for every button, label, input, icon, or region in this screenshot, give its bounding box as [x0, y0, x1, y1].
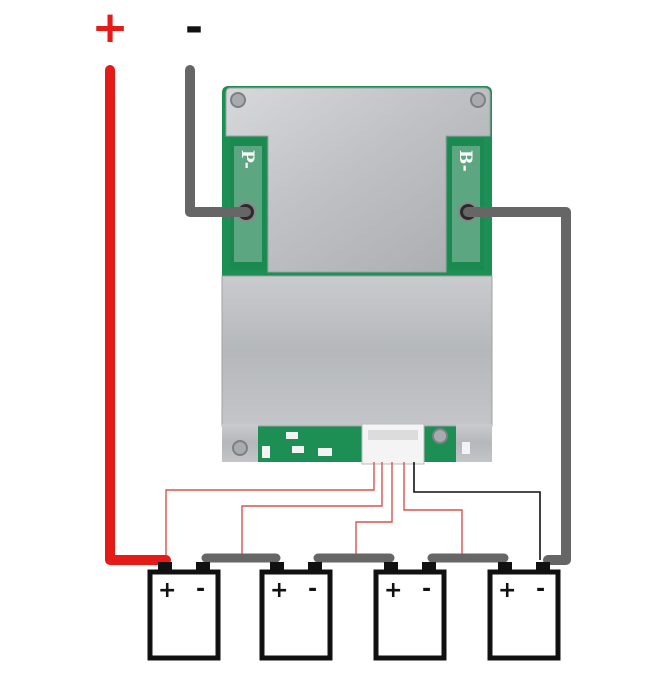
balance-wire-3 [355, 462, 393, 556]
negative-terminal-label: - [184, 2, 204, 53]
balance-wire-2 [241, 462, 383, 556]
battery-plus-label: + [270, 578, 288, 603]
heatsink-lower [221, 275, 493, 427]
battery-cell-1: + - [147, 562, 221, 661]
pad-b-minus-label: B- [455, 150, 475, 172]
bms-board: P- B- [221, 86, 493, 465]
smd-component [462, 442, 470, 454]
battery-minus-label: - [196, 577, 205, 602]
battery-cell-3: + - [373, 562, 447, 661]
pad-p-minus-label: P- [237, 150, 257, 169]
heatsink-ear-right [456, 424, 492, 462]
pad-p-minus: P- [230, 138, 266, 270]
battery-minus-label: - [536, 577, 545, 602]
battery-plus-label: + [158, 578, 176, 603]
battery-cell-2: + - [259, 562, 333, 661]
balance-wire-4 [403, 462, 463, 556]
smd-component [262, 446, 270, 458]
ground-sense-wire [413, 462, 541, 560]
balance-connector-slots [368, 430, 418, 440]
heatsink-upper [225, 87, 491, 273]
pad-b-minus: B- [448, 138, 484, 270]
screw-icon [232, 440, 248, 456]
positive-main-wire [105, 65, 171, 565]
battery-minus-label: - [422, 577, 431, 602]
screw-icon [230, 92, 246, 108]
balance-wires [165, 462, 463, 560]
battery-cell-4: + - [487, 562, 561, 661]
smd-component [318, 448, 332, 456]
p-minus-wire [185, 65, 251, 217]
screw-icon [470, 92, 486, 108]
battery-plus-label: + [498, 578, 516, 603]
battery-plus-label: + [384, 578, 402, 603]
positive-terminal-label: + [91, 2, 129, 53]
smd-component [286, 432, 298, 439]
smd-component [292, 446, 304, 453]
b-minus-wire [463, 207, 571, 565]
battery-minus-label: - [308, 577, 317, 602]
balance-wire-1 [165, 462, 375, 560]
screw-icon [432, 428, 448, 444]
